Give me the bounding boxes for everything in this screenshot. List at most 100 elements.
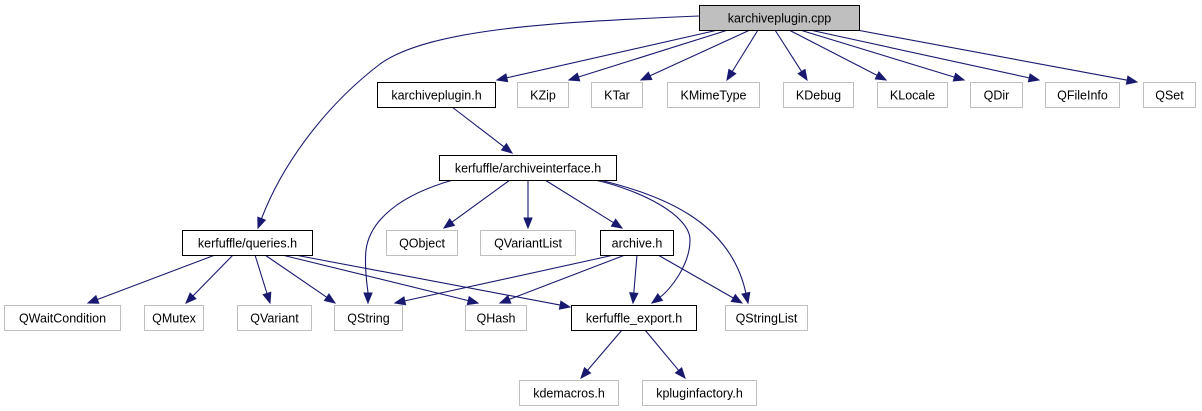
node-qset: QSet <box>1143 82 1196 108</box>
edge-line <box>731 29 759 72</box>
node-box <box>237 305 312 331</box>
arrowhead-icon <box>639 71 653 81</box>
node-box <box>386 230 458 256</box>
node-kdebug: KDebug <box>783 82 854 108</box>
arrowhead-icon <box>567 72 581 82</box>
edge-karchiveplugin_cpp-to-KLocale <box>788 29 888 81</box>
edge-kerfuffle_export_h-to-kpluginfactory_h <box>644 329 686 380</box>
node-qmutex: QMutex <box>144 305 204 331</box>
arrowhead-icon <box>674 366 686 380</box>
edge-queries_h-to-QMutex <box>185 254 234 304</box>
node-qdir: QDir <box>970 82 1023 108</box>
arrowhead-icon <box>952 72 966 82</box>
node-label: kdemacros.h <box>533 387 605 401</box>
node-box <box>877 82 948 108</box>
edge-line <box>633 254 638 294</box>
edges-layer <box>86 15 1139 380</box>
arrowhead-icon <box>874 71 888 81</box>
node-label: QString <box>347 312 389 326</box>
node-archive-h[interactable]: archive.h <box>600 230 674 256</box>
edge-karchiveplugin_cpp-to-KTar <box>639 29 751 81</box>
edge-archiveinterface_h-to-QVariantList <box>523 180 533 230</box>
edge-line <box>254 254 268 294</box>
edge-line <box>799 29 955 78</box>
node-box <box>591 82 643 108</box>
edge-queries_h-to-QVariant <box>254 254 272 305</box>
node-label: KDebug <box>796 89 841 103</box>
arrowhead-icon <box>86 294 100 304</box>
edge-line <box>774 29 803 72</box>
arrowhead-icon <box>629 292 639 305</box>
node-label: KZip <box>530 89 556 103</box>
edge-karchiveplugin_cpp-to-queries_h <box>257 15 700 230</box>
node-kdemacros-h: kdemacros.h <box>519 380 619 406</box>
arrowhead-icon <box>500 142 514 154</box>
arrowhead-icon <box>726 68 737 82</box>
edge-line <box>281 254 469 302</box>
edge-line <box>587 329 623 371</box>
arrowhead-icon <box>363 292 373 305</box>
node-karchiveplugin-h[interactable]: karchiveplugin.h <box>377 82 496 108</box>
node-qhash: QHash <box>465 305 527 331</box>
edge-line <box>97 254 216 301</box>
arrowhead-icon <box>442 218 456 229</box>
arrowhead-icon <box>495 73 509 83</box>
edge-line <box>264 254 328 298</box>
node-box <box>667 82 760 108</box>
node-klocale: KLocale <box>877 82 948 108</box>
nodes-layer: karchiveplugin.cpp karchiveplugin.h KZip KT… <box>4 5 1196 406</box>
edge-kerfuffle_export_h-to-kdemacros_h <box>580 329 623 380</box>
node-archiveinterface-h[interactable]: kerfuffle/archiveinterface.h <box>439 155 617 181</box>
arrowhead-icon <box>393 296 407 306</box>
node-kzip: KZip <box>517 82 569 108</box>
edge-line <box>404 254 615 302</box>
node-box <box>519 380 619 406</box>
node-label: QObject <box>399 237 445 251</box>
edge-karchiveplugin_h-to-archiveinterface_h <box>451 106 514 154</box>
arrowhead-icon <box>797 68 808 82</box>
edge-line <box>649 29 751 77</box>
edge-karchiveplugin_cpp-to-QDir <box>799 29 966 82</box>
node-queries-h[interactable]: kerfuffle/queries.h <box>182 230 313 256</box>
edge-line <box>451 179 511 223</box>
node-box <box>1045 82 1120 108</box>
edge-karchiveplugin_cpp-to-KZip <box>567 29 729 82</box>
edge-line <box>788 29 878 76</box>
edge-karchiveplugin_cpp-to-QSet <box>829 24 1139 85</box>
node-qobject: QObject <box>386 230 458 256</box>
edge-karchiveplugin_cpp-to-karchiveplugin_h <box>495 29 719 83</box>
node-label: kerfuffle_export.h <box>586 312 682 326</box>
edge-archiveinterface_h-to-QString <box>363 179 454 305</box>
node-label: QDir <box>984 89 1010 103</box>
edge-queries_h-to-kerfuffle_export_h <box>294 254 572 310</box>
edge-line <box>829 24 1128 81</box>
node-qstringlist: QStringList <box>725 305 808 331</box>
node-kerfuffle-export-h[interactable]: kerfuffle_export.h <box>571 305 697 331</box>
node-ktar: KTar <box>591 82 643 108</box>
arrowhead-icon <box>730 293 744 304</box>
edge-line <box>364 179 454 294</box>
arrowhead-icon <box>498 294 512 304</box>
edge-karchiveplugin_cpp-to-KMimeType <box>726 29 759 82</box>
node-box <box>642 380 757 406</box>
node-qvariant: QVariant <box>237 305 312 331</box>
edge-queries_h-to-QString <box>264 254 337 304</box>
node-box <box>725 305 808 331</box>
edge-line <box>599 179 747 294</box>
edge-line <box>509 254 626 300</box>
edge-queries_h-to-QWaitCondition <box>86 254 216 304</box>
node-box <box>480 230 576 256</box>
node-label: QWaitCondition <box>19 312 106 326</box>
edge-line <box>451 106 505 148</box>
node-box <box>783 82 854 108</box>
edge-archive_h-to-QStringList <box>657 254 744 304</box>
node-qvariantlist: QVariantList <box>480 230 576 256</box>
node-label: QStringList <box>736 312 798 326</box>
edge-line <box>260 15 700 219</box>
node-label: QMutex <box>152 312 197 326</box>
node-karchiveplugin-cpp: karchiveplugin.cpp <box>699 5 860 31</box>
arrowhead-icon <box>466 295 480 306</box>
node-box <box>377 82 496 108</box>
edge-archiveinterface_h-to-archive_h <box>544 179 624 229</box>
node-label: QHash <box>477 312 516 326</box>
